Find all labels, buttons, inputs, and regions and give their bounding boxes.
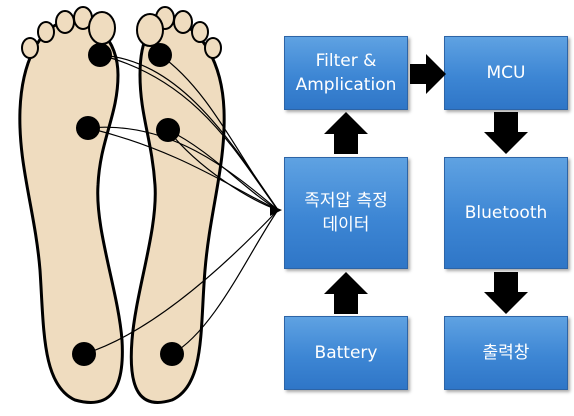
filter-amplification-box: Filter & Amplication [284,36,408,110]
sensor-dot [156,118,180,142]
mcu-label: MCU [487,61,526,85]
arrow-right-icon [408,52,448,96]
output-label: 출력창 [483,341,530,365]
bluetooth-box: Bluetooth [444,157,568,269]
arrow-up-icon [322,110,370,156]
mcu-box: MCU [444,36,568,110]
filter-amplification-label: Filter & Amplication [296,49,397,97]
feet-sensor-illustration [0,0,300,416]
output-box: 출력창 [444,316,568,390]
sensor-dot [72,342,96,366]
battery-label: Battery [315,341,378,365]
sensor-data-box: 족저압 측정 데이터 [284,157,408,269]
sensor-dot [88,43,112,67]
arrow-down-icon [482,110,530,156]
sensor-dot [76,116,100,140]
battery-box: Battery [284,316,408,390]
bluetooth-label: Bluetooth [465,201,548,225]
arrow-up-icon [322,270,370,316]
sensor-dot [160,342,184,366]
sensor-data-label: 족저압 측정 데이터 [304,189,388,237]
sensor-dot [148,43,172,67]
left-foot [20,7,123,403]
arrow-down-icon [482,270,530,316]
